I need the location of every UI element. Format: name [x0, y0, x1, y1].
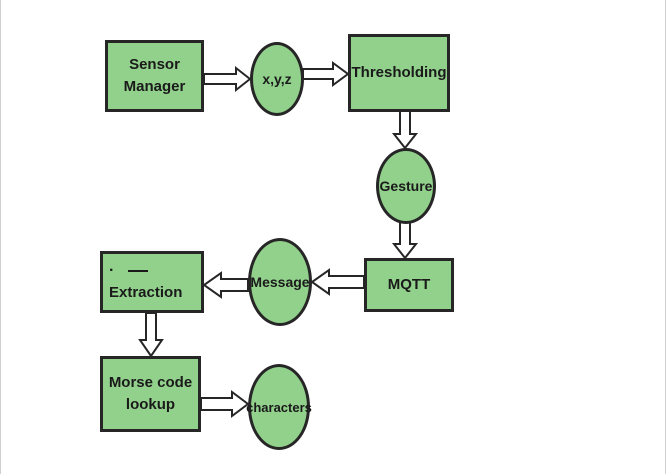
thresholding-label: Thresholding	[351, 64, 447, 81]
extraction-dash-symbol	[128, 270, 149, 273]
gesture-label: Gesture	[379, 178, 433, 194]
node-morse-code-lookup: Morse code lookup	[100, 356, 201, 432]
node-xyz: x,y,z	[250, 42, 304, 116]
characters-label: characters	[246, 399, 312, 415]
arrow-message-to-extraction	[202, 271, 249, 299]
extraction-dot-symbol: ·	[109, 262, 115, 279]
message-label: Message	[250, 274, 310, 290]
node-mqtt: MQTT	[364, 258, 454, 312]
mqtt-label: MQTT	[387, 276, 431, 293]
morse-lookup-line1: Morse code	[108, 374, 193, 391]
xyz-label: x,y,z	[262, 71, 292, 87]
arrow-gesture-to-mqtt	[391, 221, 419, 260]
arrow-xyz-to-thresholding	[302, 61, 350, 87]
arrow-thresholding-to-gesture	[391, 110, 419, 150]
node-gesture: Gesture	[376, 148, 436, 224]
node-message: Message	[248, 238, 312, 326]
arrow-mqtt-to-message	[310, 268, 365, 296]
node-characters: characters	[246, 364, 312, 450]
node-sensor-manager: Sensor Manager	[105, 40, 204, 112]
arrow-sensor-to-xyz	[203, 65, 252, 93]
sensor-manager-line1: Sensor	[129, 56, 180, 73]
left-edge-line	[0, 0, 1, 474]
node-thresholding: Thresholding	[348, 34, 450, 112]
arrow-morse-to-characters	[200, 390, 250, 418]
extraction-label: Extraction	[109, 284, 183, 301]
morse-lookup-line2: lookup	[125, 396, 176, 413]
node-extraction: · Extraction	[100, 251, 204, 313]
arrow-extraction-to-morse	[138, 312, 164, 358]
sensor-manager-line2: Manager	[123, 78, 186, 95]
